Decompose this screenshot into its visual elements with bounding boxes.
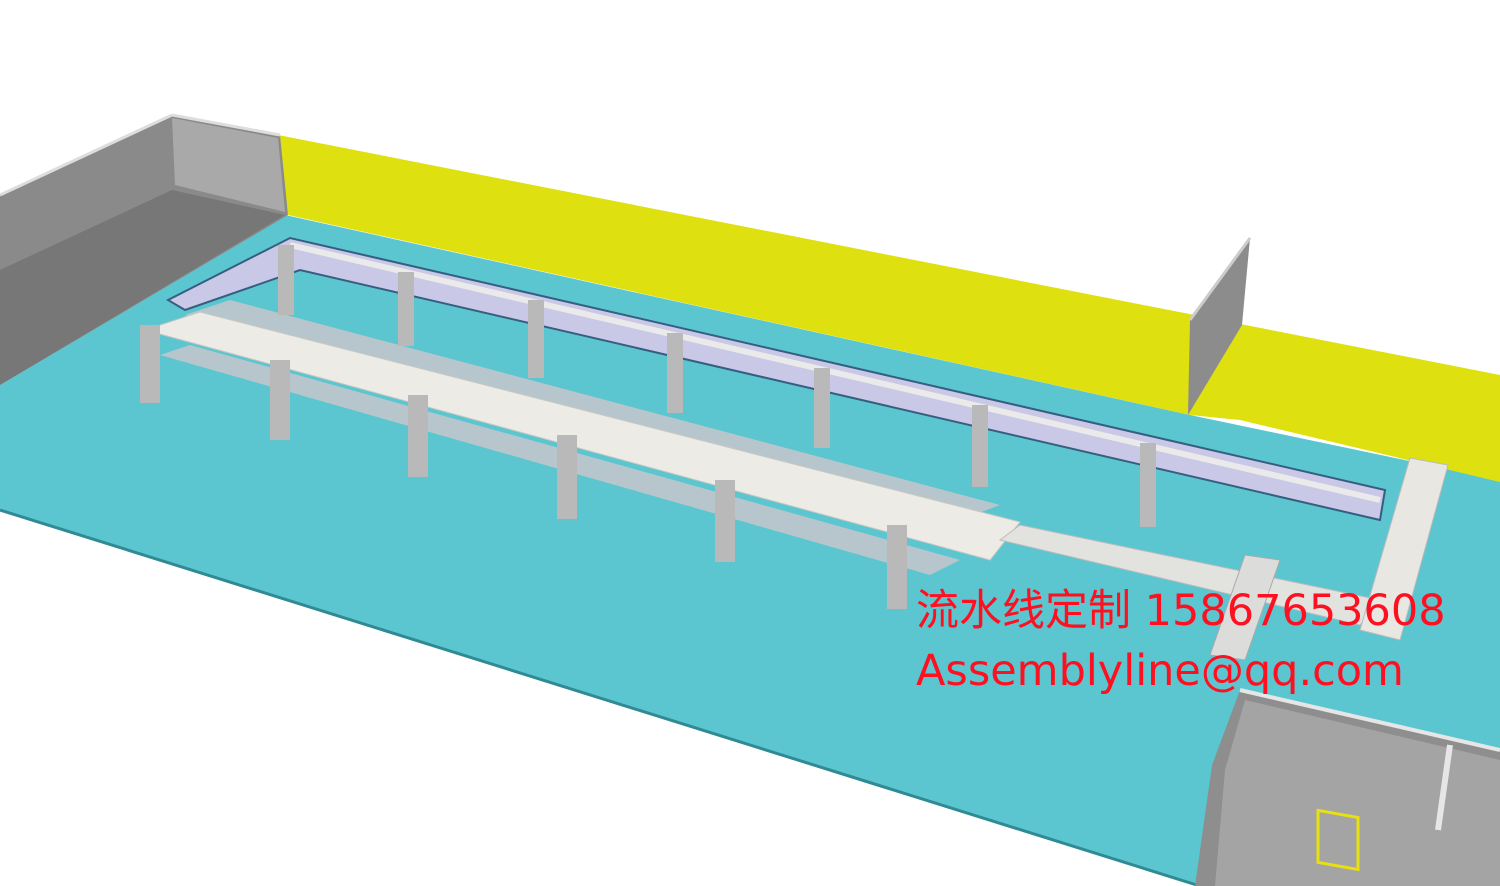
main-assembly-line: [143, 311, 1021, 561]
partition-wall: [1188, 238, 1250, 415]
columns: [140, 245, 1156, 609]
back-conveyor-rail: [289, 242, 1381, 503]
room-divider: [1435, 744, 1453, 831]
back-conveyor: [165, 236, 1387, 522]
left-room-front: [0, 190, 285, 385]
left-wall-top2: [171, 113, 281, 137]
contact-email-text: Assemblyline@qq.com: [916, 646, 1404, 696]
cross-conveyor: [1209, 554, 1281, 661]
yellow-frame: [1316, 808, 1360, 872]
contact-phone-text: 流水线定制 15867653608: [916, 586, 1446, 636]
room-top: [1239, 688, 1500, 752]
partition-top: [1188, 237, 1252, 321]
left-room-inner: [172, 118, 285, 212]
bottom-right-room-inner: [1215, 700, 1500, 886]
floor-edge: [0, 508, 1201, 886]
left-wall-top: [0, 113, 173, 197]
right-vertical-conveyor: [1359, 457, 1449, 641]
